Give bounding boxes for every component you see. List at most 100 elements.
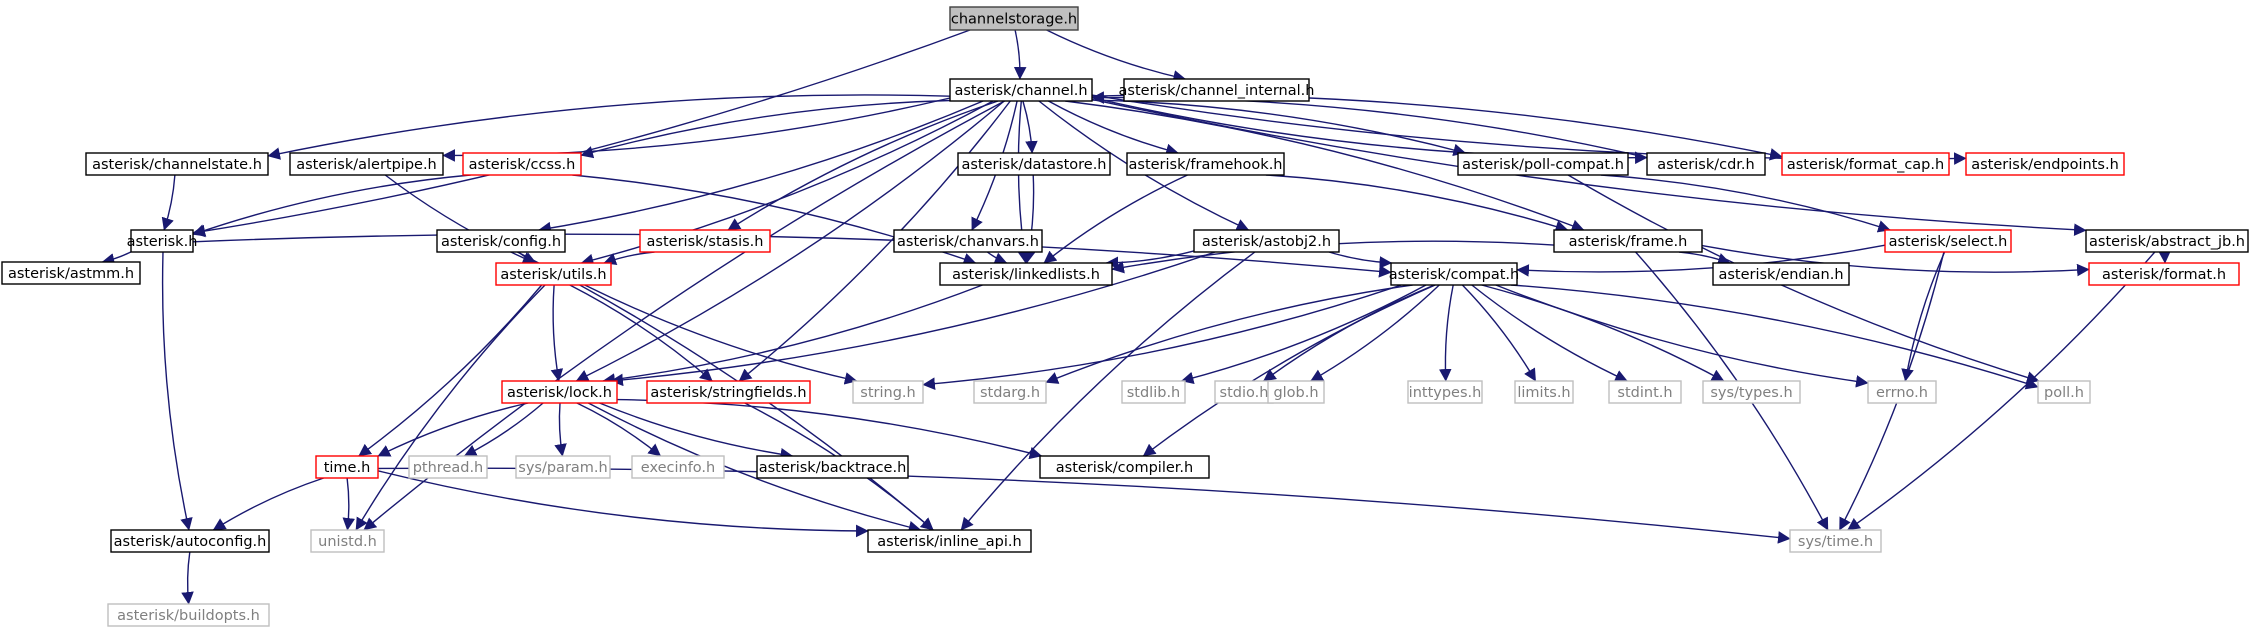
node-alertpipe[interactable]: asterisk/alertpipe.h [289,152,444,176]
dependency-edge [1263,284,1435,382]
edge-select-to-errno [1901,251,1946,382]
node-label: asterisk/channel.h [954,83,1087,99]
node-datastore[interactable]: asterisk/datastore.h [957,152,1111,176]
node-channel_internal[interactable]: asterisk/channel_internal.h [1119,78,1315,102]
node-box [1267,380,1325,404]
node-label: asterisk/autoconfig.h [114,534,267,550]
node-box [130,229,194,253]
node-box [1407,380,1483,404]
node-box [310,529,385,553]
node-format[interactable]: asterisk/format.h [2088,262,2240,286]
edge-compat-to-string [922,284,1402,390]
edge-astobj2-to-inline_api [960,251,1256,531]
node-config[interactable]: asterisk/config.h [436,229,566,253]
dependency-edge [554,402,567,457]
node-label: asterisk/buildopts.h [117,608,260,624]
edge-lock-to-backtrace [599,402,794,461]
dependency-edge [610,251,1216,387]
node-chanvars[interactable]: asterisk/chanvars.h [893,229,1043,253]
node-box [1884,229,2012,253]
dependency-edge [101,251,132,266]
node-buildopts: asterisk/buildopts.h [107,603,270,627]
node-time[interactable]: time.h [315,455,379,479]
node-channelstate[interactable]: asterisk/channelstate.h [85,152,269,176]
node-autoconfig[interactable]: asterisk/autoconfig.h [110,529,270,553]
dependency-edge [377,470,869,538]
dependency-edge [192,174,471,237]
dependency-edge [602,284,983,386]
node-box [1712,262,1850,286]
node-label: asterisk/utils.h [500,267,606,283]
node-label: sys/types.h [1710,385,1792,401]
node-compat[interactable]: asterisk/compat.h [1389,262,1519,286]
node-format_cap[interactable]: asterisk/format_cap.h [1781,152,1950,176]
node-errno: errno.h [1867,380,1937,404]
dependency-edge [192,233,1392,278]
dependency-edge [1701,244,2090,277]
node-astobj2[interactable]: asterisk/astobj2.h [1193,229,1340,253]
node-label: asterisk/channelstate.h [92,157,262,173]
node-limits: limits.h [1514,380,1574,404]
edge-channel-to-format_cap [1091,94,1783,161]
node-stringfields[interactable]: asterisk/stringfields.h [646,380,811,404]
node-label: errno.h [1876,385,1928,401]
node-endpoints[interactable]: asterisk/endpoints.h [1965,152,2125,176]
node-stasis[interactable]: asterisk/stasis.h [639,229,771,253]
node-systime: sys/time.h [1789,529,1882,553]
node-framehook[interactable]: asterisk/framehook.h [1126,152,1285,176]
edge-autoconfig-to-buildopts [181,551,194,605]
edge-compat-to-stdarg [1045,284,1413,384]
edge-compat-to-errno [1495,284,1869,388]
node-box [631,455,725,479]
dependency-edge [442,97,951,162]
node-asterisk[interactable]: asterisk.h [127,229,198,253]
edge-compat-to-stdio [1263,284,1435,382]
node-frame[interactable]: asterisk/frame.h [1553,229,1703,253]
node-linkedlists[interactable]: asterisk/linkedlists.h [939,262,1113,286]
node-label: stdio.h [1220,385,1269,401]
node-astmm[interactable]: asterisk/astmm.h [1,261,141,285]
edge-stasis-to-utils [603,251,655,266]
node-compiler[interactable]: asterisk/compiler.h [1039,455,1210,479]
node-abstract_jb[interactable]: asterisk/abstract_jb.h [2085,229,2249,253]
edge-channelstorage-to-channel [1013,29,1027,80]
node-channel[interactable]: asterisk/channel.h [949,78,1093,102]
node-box [973,380,1047,404]
node-cdr[interactable]: asterisk/cdr.h [1646,152,1766,176]
node-utils[interactable]: asterisk/utils.h [495,262,612,286]
edge-utils-to-stringfields [569,284,713,382]
edge-framehook-to-frame [1265,174,1569,233]
node-backtrace[interactable]: asterisk/backtrace.h [756,455,909,479]
dependency-edge [1600,174,1891,233]
dependency-edge [1471,284,1628,382]
dependency-edge [1567,174,2040,384]
node-channelstorage[interactable]: channelstorage.h [949,6,1079,31]
node-lock[interactable]: asterisk/lock.h [501,380,618,404]
node-pollcompat[interactable]: asterisk/poll-compat.h [1457,152,1629,176]
edge-asterisk-to-astmm [101,251,132,266]
dependency-edge [1265,174,1569,233]
node-box [1,261,141,285]
dependency-edge [603,251,655,266]
node-label: asterisk/endpoints.h [1971,157,2119,173]
dependency-edge [569,284,713,382]
node-label: asterisk/backtrace.h [759,460,907,476]
node-box [1789,529,1882,553]
node-label: stdint.h [1617,385,1672,401]
node-ccss[interactable]: asterisk/ccss.h [462,152,582,176]
node-select[interactable]: asterisk/select.h [1884,229,2012,253]
node-box [852,380,924,404]
dependency-edge [2158,250,2171,264]
dependency-edge [355,284,546,531]
dependency-edge [377,467,1791,544]
edge-frame-to-format [1701,244,2090,277]
node-endian[interactable]: asterisk/endian.h [1712,262,1850,286]
node-inline_api[interactable]: asterisk/inline_api.h [867,529,1032,553]
node-execinfo: execinfo.h [631,455,725,479]
dependency-edge [1495,284,1869,388]
edge-compat-to-inttypes [1438,284,1454,382]
node-box [2085,229,2249,253]
edge-utils-to-string [584,284,858,385]
node-box [1121,380,1186,404]
edge-compat-to-glob [1310,284,1440,382]
